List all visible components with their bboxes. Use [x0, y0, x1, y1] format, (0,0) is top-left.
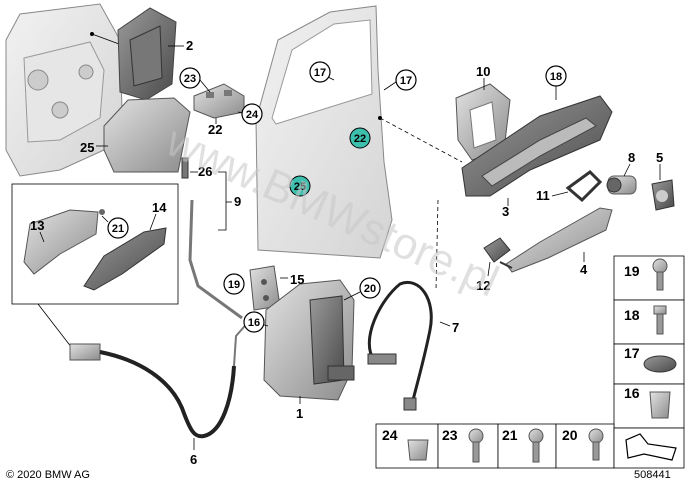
part-5-shape [651, 179, 675, 211]
callout-20: 20 [364, 283, 376, 295]
circled-callouts: 23 24 17 17 22 25 18 21 19 20 16 [107, 61, 567, 333]
legend-side-17: 17 [624, 345, 640, 361]
legend-bottom-24: 24 [382, 427, 398, 443]
callout-17-right: 17 [400, 75, 412, 87]
callout-17-left: 17 [314, 67, 326, 79]
legend-bottom-21: 21 [502, 427, 518, 443]
part-22-shape [193, 83, 245, 119]
callout-23: 23 [184, 73, 196, 85]
callout-14: 14 [152, 200, 167, 215]
callout-5: 5 [656, 150, 663, 165]
callout-15: 15 [290, 272, 304, 287]
part-25-shape [103, 97, 191, 173]
part-11-shape [565, 170, 603, 203]
callout-9: 9 [234, 194, 241, 209]
copyright-text: © 2020 BMW AG [6, 469, 90, 481]
callout-13: 13 [30, 218, 44, 233]
legend-side-19: 19 [624, 263, 640, 279]
callout-22-circled: 22 [354, 133, 366, 145]
callout-7: 7 [452, 320, 459, 335]
callout-12: 12 [476, 278, 490, 293]
callout-25-circled: 25 [294, 181, 306, 193]
cable-6-shape [69, 319, 251, 439]
inset-inner-handle [11, 183, 179, 305]
callout-2: 2 [186, 38, 193, 53]
callout-10: 10 [476, 64, 490, 79]
callout-6: 6 [190, 452, 197, 467]
part-12-shape [483, 237, 511, 263]
callout-8: 8 [628, 150, 635, 165]
callout-19: 19 [228, 279, 240, 291]
callout-11: 11 [536, 188, 550, 203]
callout-3: 3 [502, 204, 509, 219]
legend-bottom: 24 23 21 20 [375, 423, 685, 469]
legend-side-16: 16 [624, 385, 640, 401]
part-8-shape [606, 175, 637, 195]
part-4-shape [499, 207, 613, 273]
cable-7-shape [367, 280, 433, 411]
part-2-shape [117, 7, 177, 101]
legend-side: 19 18 17 16 [613, 255, 685, 429]
callout-1: 1 [296, 406, 303, 421]
callout-4: 4 [580, 262, 588, 277]
part-1-door-lock [263, 279, 355, 401]
part-10-shape [455, 83, 511, 161]
legend-bottom-20: 20 [562, 427, 578, 443]
diagram-number: 508441 [634, 469, 671, 481]
callout-16: 16 [248, 317, 260, 329]
callout-26: 26 [198, 164, 212, 179]
callout-22-plain: 22 [208, 122, 222, 137]
part-26-shape [181, 157, 189, 179]
door-inner-panel [5, 3, 123, 177]
callout-24: 24 [246, 109, 259, 121]
part-3-shape [461, 95, 613, 197]
part-15-shape [249, 265, 281, 311]
callout-25-plain: 25 [80, 140, 94, 155]
callout-18: 18 [550, 71, 562, 83]
callout-21: 21 [112, 223, 124, 235]
legend-side-18: 18 [624, 307, 640, 323]
legend-bottom-23: 23 [442, 427, 458, 443]
